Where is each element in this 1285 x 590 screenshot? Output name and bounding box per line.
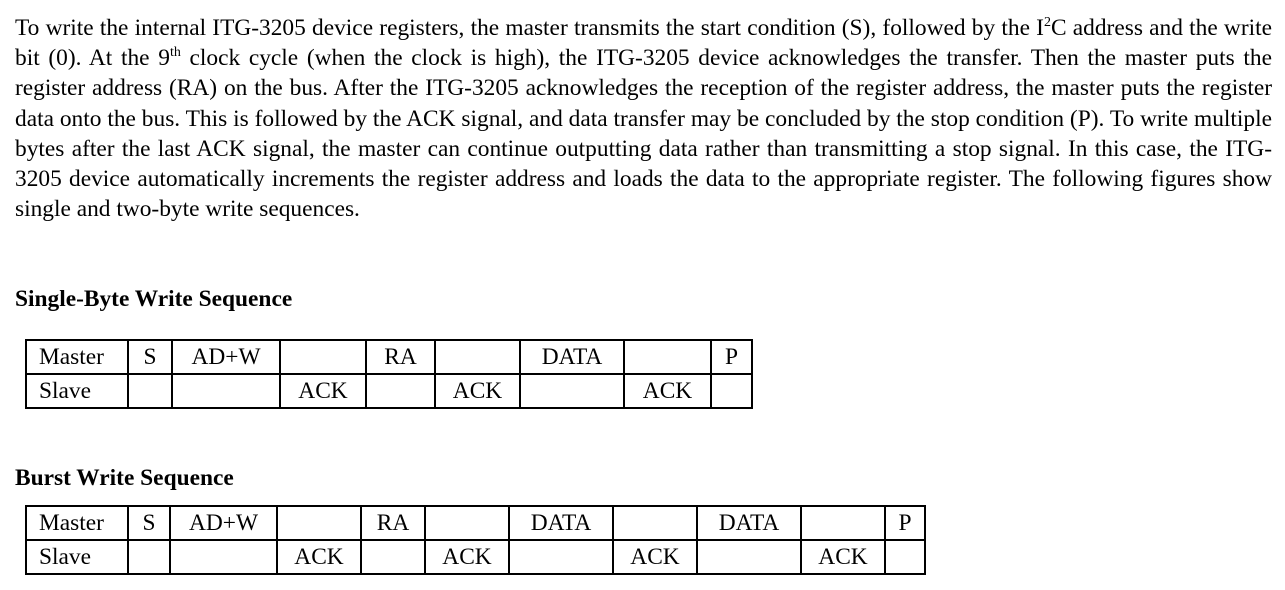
single-byte-heading: Single-Byte Write Sequence (15, 286, 293, 312)
paragraph-text-1: To write the internal ITG-3205 device re… (15, 15, 1044, 41)
cell-empty (623, 339, 712, 375)
paragraph-text-2: C address and the write bit (0). At the … (15, 15, 1272, 72)
cell-empty (360, 539, 426, 575)
i2c-superscript: 2 (1043, 15, 1051, 30)
cell-empty (508, 539, 614, 575)
cell-ack: ACK (279, 373, 367, 409)
row-label: Master (25, 505, 129, 541)
cell-ack: ACK (800, 539, 886, 575)
cell-stop: P (710, 339, 753, 375)
master-row: Master S AD+W RA DATA P (25, 339, 753, 375)
intro-paragraph: To write the internal ITG-3205 device re… (15, 13, 1272, 224)
row-label: Master (25, 339, 129, 375)
cell-stop: P (884, 505, 926, 541)
cell-empty (279, 339, 367, 375)
cell-empty (696, 539, 802, 575)
paragraph-text-3: clock cycle (when the clock is high), th… (15, 45, 1272, 223)
cell-empty (127, 539, 171, 575)
cell-ack: ACK (424, 539, 510, 575)
cell-empty (710, 373, 753, 409)
cell-address-write: AD+W (171, 339, 281, 375)
cell-ack: ACK (612, 539, 698, 575)
master-row: Master S AD+W RA DATA DATA P (25, 505, 926, 541)
row-label: Slave (25, 539, 129, 575)
cell-empty (612, 505, 698, 541)
burst-sequence-table: Master S AD+W RA DATA DATA P Slave ACK A… (25, 505, 926, 575)
slave-row: Slave ACK ACK ACK (25, 373, 753, 409)
single-byte-sequence-table: Master S AD+W RA DATA P Slave ACK ACK AC… (25, 339, 753, 409)
cell-start: S (127, 505, 171, 541)
row-label: Slave (25, 373, 129, 409)
cell-ack: ACK (623, 373, 712, 409)
cell-empty (800, 505, 886, 541)
ninth-superscript: th (169, 45, 181, 61)
cell-empty (171, 373, 281, 409)
cell-ack: ACK (434, 373, 521, 409)
cell-empty (434, 339, 521, 375)
slave-row: Slave ACK ACK ACK ACK (25, 539, 926, 575)
cell-empty (424, 505, 510, 541)
cell-empty (276, 505, 362, 541)
cell-empty (884, 539, 926, 575)
burst-heading: Burst Write Sequence (15, 465, 234, 491)
cell-data: DATA (519, 339, 625, 375)
cell-empty (365, 373, 436, 409)
cell-register-address: RA (365, 339, 436, 375)
cell-empty (127, 373, 173, 409)
cell-register-address: RA (360, 505, 426, 541)
cell-address-write: AD+W (169, 505, 278, 541)
cell-start: S (127, 339, 173, 375)
cell-empty (169, 539, 278, 575)
cell-empty (519, 373, 625, 409)
cell-ack: ACK (276, 539, 362, 575)
cell-data: DATA (508, 505, 614, 541)
cell-data: DATA (696, 505, 802, 541)
